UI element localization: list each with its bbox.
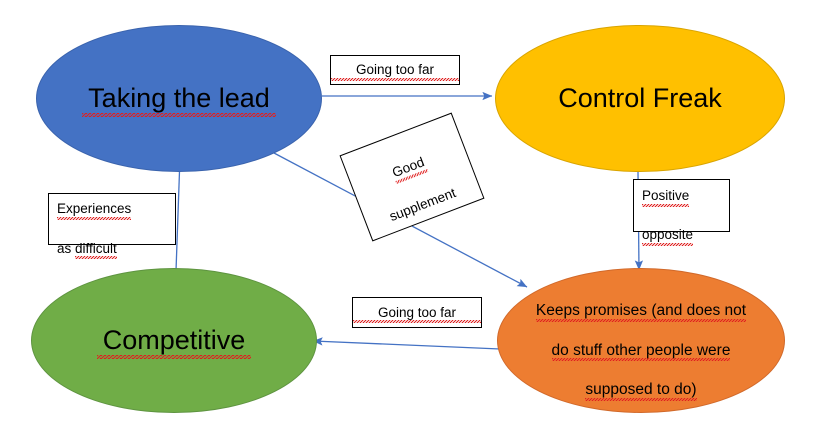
node-taking-the-lead-label: Taking the lead [82,81,276,117]
edge-label-positive-opposite-line-2: opposite [642,225,694,246]
edge-label-experiences-as-difficult[interactable]: Experiences as difficult [48,193,176,259]
edge-label-positive-opposite[interactable]: Positive opposite [633,179,730,246]
edge-label-going-too-far-bottom-text: Going too far [353,303,481,323]
edge-label-experiences-line-1: Experiences [57,199,132,220]
node-taking-the-lead[interactable]: Taking the lead [36,25,322,172]
node-keeps-promises-line-1: Keeps promises (and does not [535,301,747,322]
edge-label-going-too-far-top-text: Going too far [331,60,459,81]
node-keeps-promises[interactable]: Keeps promises (and does not do stuff ot… [497,268,785,413]
edge-competitive-to-lead [175,156,184,272]
node-control-freak[interactable]: Control Freak [495,25,785,172]
edge-label-good-supplement-line-1: Good [389,152,427,183]
node-competitive[interactable]: Competitive [31,268,317,413]
node-control-freak-label: Control Freak [558,83,722,114]
node-competitive-label: Competitive [96,323,252,359]
edge-label-positive-opposite-line-1: Positive [642,186,690,207]
node-keeps-promises-label: Keeps promises (and does not do stuff ot… [530,281,752,401]
edge-label-experiences-as-difficult-text: Experiences as difficult [49,180,175,259]
edge-label-going-too-far-top[interactable]: Going too far [330,55,460,85]
node-keeps-promises-line-3: supposed to do) [585,381,697,401]
edge-label-experiences-word-difficult: difficult [75,239,117,259]
edge-label-positive-opposite-text: Positive opposite [634,166,729,246]
node-keeps-promises-line-2: do stuff other people were [551,341,731,362]
edge-label-going-too-far-bottom[interactable]: Going too far [352,297,482,328]
edge-keeps-to-competitive [312,337,501,350]
edge-label-experiences-line-2: as difficult [57,239,117,259]
